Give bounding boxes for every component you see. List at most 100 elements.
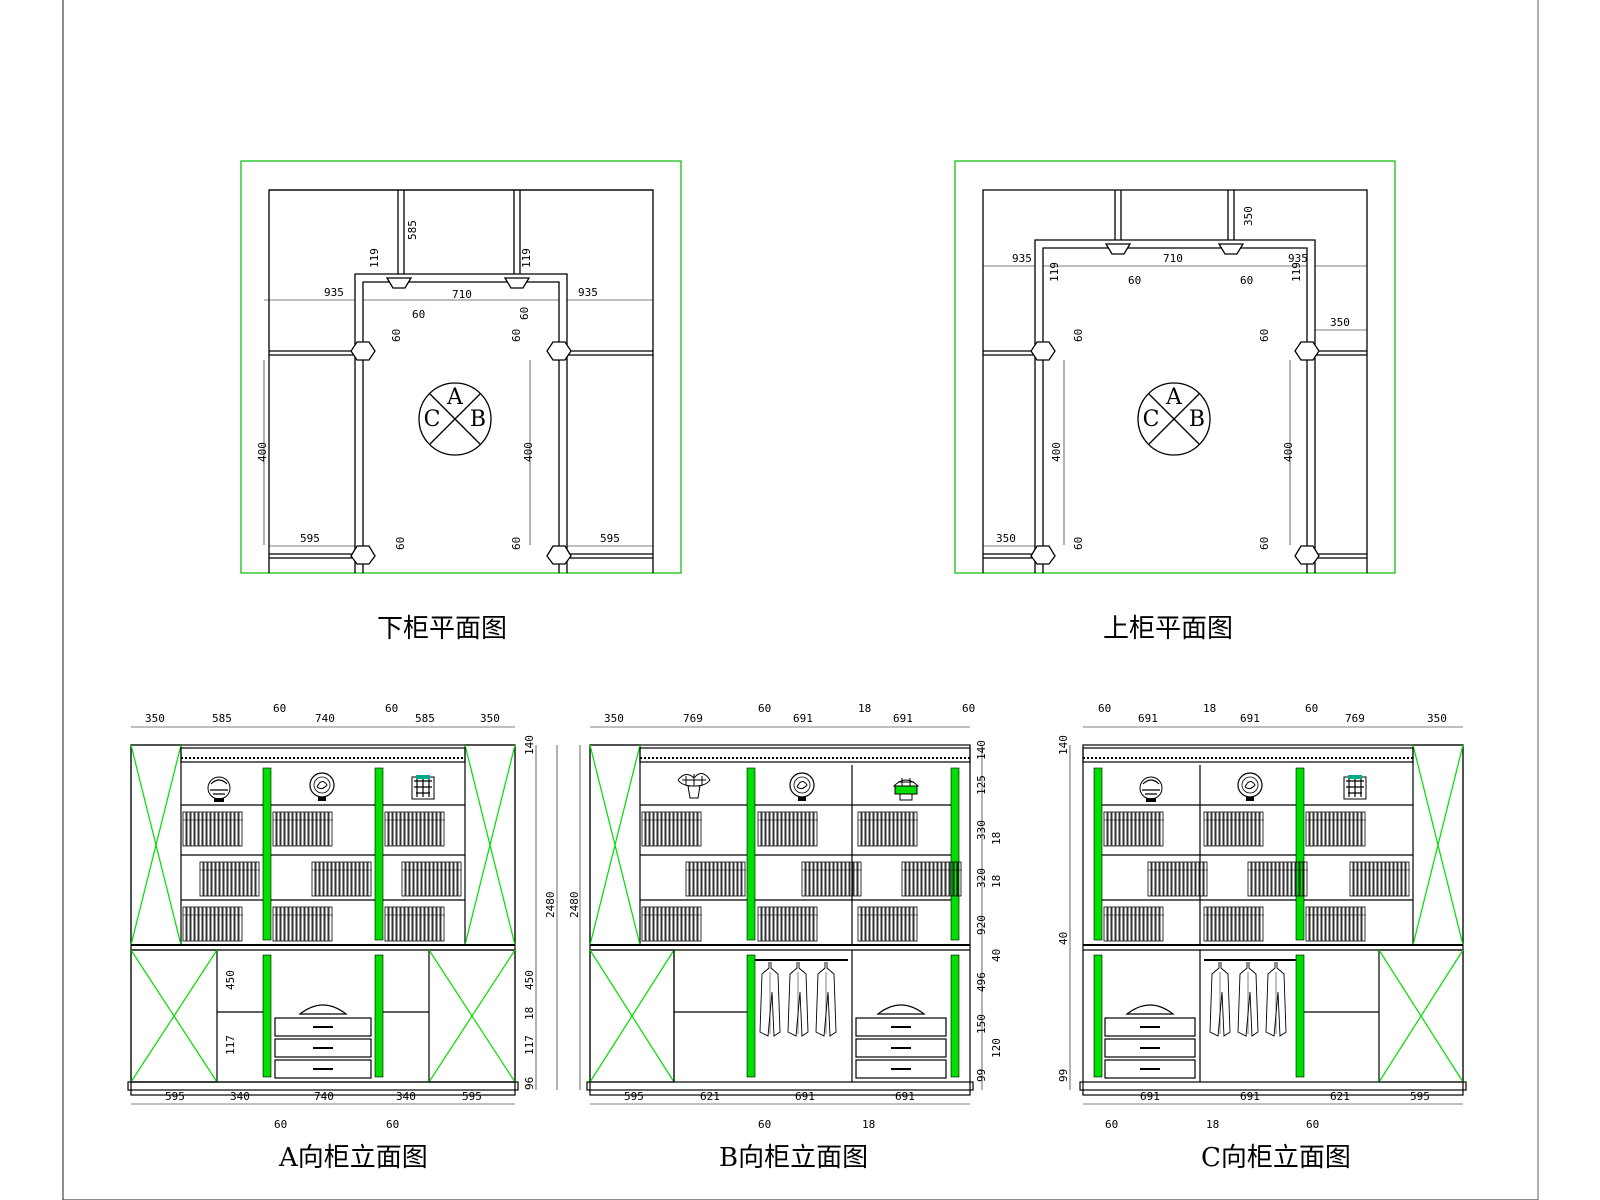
dim-text: 595: [624, 1090, 644, 1103]
dim-text: 60: [412, 308, 425, 321]
dim-text: 769: [683, 712, 703, 725]
dim-text: 60: [1305, 702, 1318, 715]
dim-text: 119: [1290, 262, 1303, 282]
dim-text: 330: [975, 820, 988, 840]
dim-text: 99: [975, 1069, 988, 1082]
dim-text: 60: [1128, 274, 1141, 287]
dim-text: 40: [1057, 932, 1070, 945]
dim-text: 18: [990, 832, 1003, 845]
elevation-c-dims: 60 691 18 691 60 769 350 691 691 621 595…: [1057, 702, 1447, 1131]
dim-text: 2480: [568, 892, 581, 919]
dim-text: 119: [368, 248, 381, 268]
dim-text: 125: [975, 775, 988, 795]
dim-text: 99: [1057, 1069, 1070, 1082]
compass-c-label: C: [424, 407, 441, 432]
dim-text: 60: [1258, 329, 1271, 342]
dim-text: 350: [145, 712, 165, 725]
dim-text: 935: [578, 286, 598, 299]
dim-text: 60: [518, 307, 531, 320]
dim-text: 60: [1306, 1118, 1319, 1131]
compass-a-label: A: [446, 385, 464, 410]
dim-text: 691: [795, 1090, 815, 1103]
dim-text: 18: [990, 875, 1003, 888]
dim-text: 400: [1282, 442, 1295, 462]
dim-text: 350: [1330, 316, 1350, 329]
compass-b-label: B: [1189, 407, 1205, 432]
elevation-c: [1069, 726, 1467, 1105]
dim-text: 595: [462, 1090, 482, 1103]
elevation-b-dims: 350 769 60 691 18 691 60 595 621 691 691…: [568, 702, 1003, 1131]
compass-c-label: C: [1143, 407, 1160, 432]
dim-text: 60: [1105, 1118, 1118, 1131]
dim-text: 140: [1057, 735, 1070, 755]
dim-text: 60: [274, 1118, 287, 1131]
dim-text: 60: [758, 702, 771, 715]
dim-text: 60: [1098, 702, 1111, 715]
dim-text: 350: [1242, 206, 1255, 226]
upper-plan-caption: 上柜平面图: [1103, 614, 1234, 644]
elevation-b-caption: B向柜立面图: [719, 1143, 869, 1173]
dim-text: 60: [758, 1118, 771, 1131]
dim-text: 119: [1048, 262, 1061, 282]
dim-text: 691: [895, 1090, 915, 1103]
elevation-a-caption: A向柜立面图: [279, 1143, 428, 1173]
dim-text: 117: [523, 1035, 536, 1055]
dim-text: 150: [975, 1014, 988, 1034]
dim-text: 691: [1240, 1090, 1260, 1103]
dim-text: 350: [480, 712, 500, 725]
dim-text: 60: [1072, 537, 1085, 550]
dim-text: 350: [604, 712, 624, 725]
dim-text: 935: [1012, 252, 1032, 265]
dim-text: 920: [975, 915, 988, 935]
dim-text: 40: [990, 949, 1003, 962]
dim-text: 60: [394, 537, 407, 550]
dim-text: 18: [523, 1007, 536, 1020]
dim-text: 691: [1240, 712, 1260, 725]
dim-text: 935: [1288, 252, 1308, 265]
lower-cabinet-plan: A B C 935 935 710 119 119 585 60 60 60 6…: [240, 160, 682, 574]
compass-b-label: B: [470, 407, 486, 432]
elevation-a: [127, 726, 558, 1105]
dim-text: 18: [858, 702, 871, 715]
dim-text: 585: [212, 712, 232, 725]
dim-text: 585: [415, 712, 435, 725]
dim-text: 400: [1050, 442, 1063, 462]
dim-text: 710: [452, 288, 472, 301]
dim-text: 119: [520, 248, 533, 268]
dim-text: 769: [1345, 712, 1365, 725]
dim-text: 340: [396, 1090, 416, 1103]
dim-text: 621: [1330, 1090, 1350, 1103]
dim-text: 400: [256, 442, 269, 462]
dim-text: 691: [893, 712, 913, 725]
dim-text: 117: [224, 1035, 237, 1055]
elevation-c-caption: C向柜立面图: [1201, 1143, 1351, 1173]
dim-text: 496: [975, 972, 988, 992]
dim-text: 60: [1072, 329, 1085, 342]
dim-text: 18: [862, 1118, 875, 1131]
dim-text: 120: [990, 1038, 1003, 1058]
dim-text: 450: [523, 970, 536, 990]
dim-text: 691: [1138, 712, 1158, 725]
dim-text: 96: [523, 1077, 536, 1090]
dim-text: 60: [390, 329, 403, 342]
dim-text: 140: [523, 735, 536, 755]
dim-text: 140: [975, 740, 988, 760]
dim-text: 320: [975, 868, 988, 888]
dim-text: 621: [700, 1090, 720, 1103]
dim-text: 60: [273, 702, 286, 715]
dim-text: 595: [600, 532, 620, 545]
upper-cabinet-plan: A B C 935 935 710 119 119 350 60 60 60 6…: [954, 160, 1396, 574]
dim-text: 710: [1163, 252, 1183, 265]
dim-text: 60: [1258, 537, 1271, 550]
dim-text: 340: [230, 1090, 250, 1103]
dim-text: 60: [962, 702, 975, 715]
elevation-a-dims: 350 585 60 740 60 585 350 595 340 740 34…: [145, 702, 557, 1131]
compass-a-label: A: [1165, 385, 1183, 410]
dim-text: 60: [386, 1118, 399, 1131]
dim-text: 595: [300, 532, 320, 545]
dim-text: 18: [1206, 1118, 1219, 1131]
dim-text: 18: [1203, 702, 1216, 715]
lower-plan-caption: 下柜平面图: [377, 614, 508, 644]
dim-text: 350: [996, 532, 1016, 545]
